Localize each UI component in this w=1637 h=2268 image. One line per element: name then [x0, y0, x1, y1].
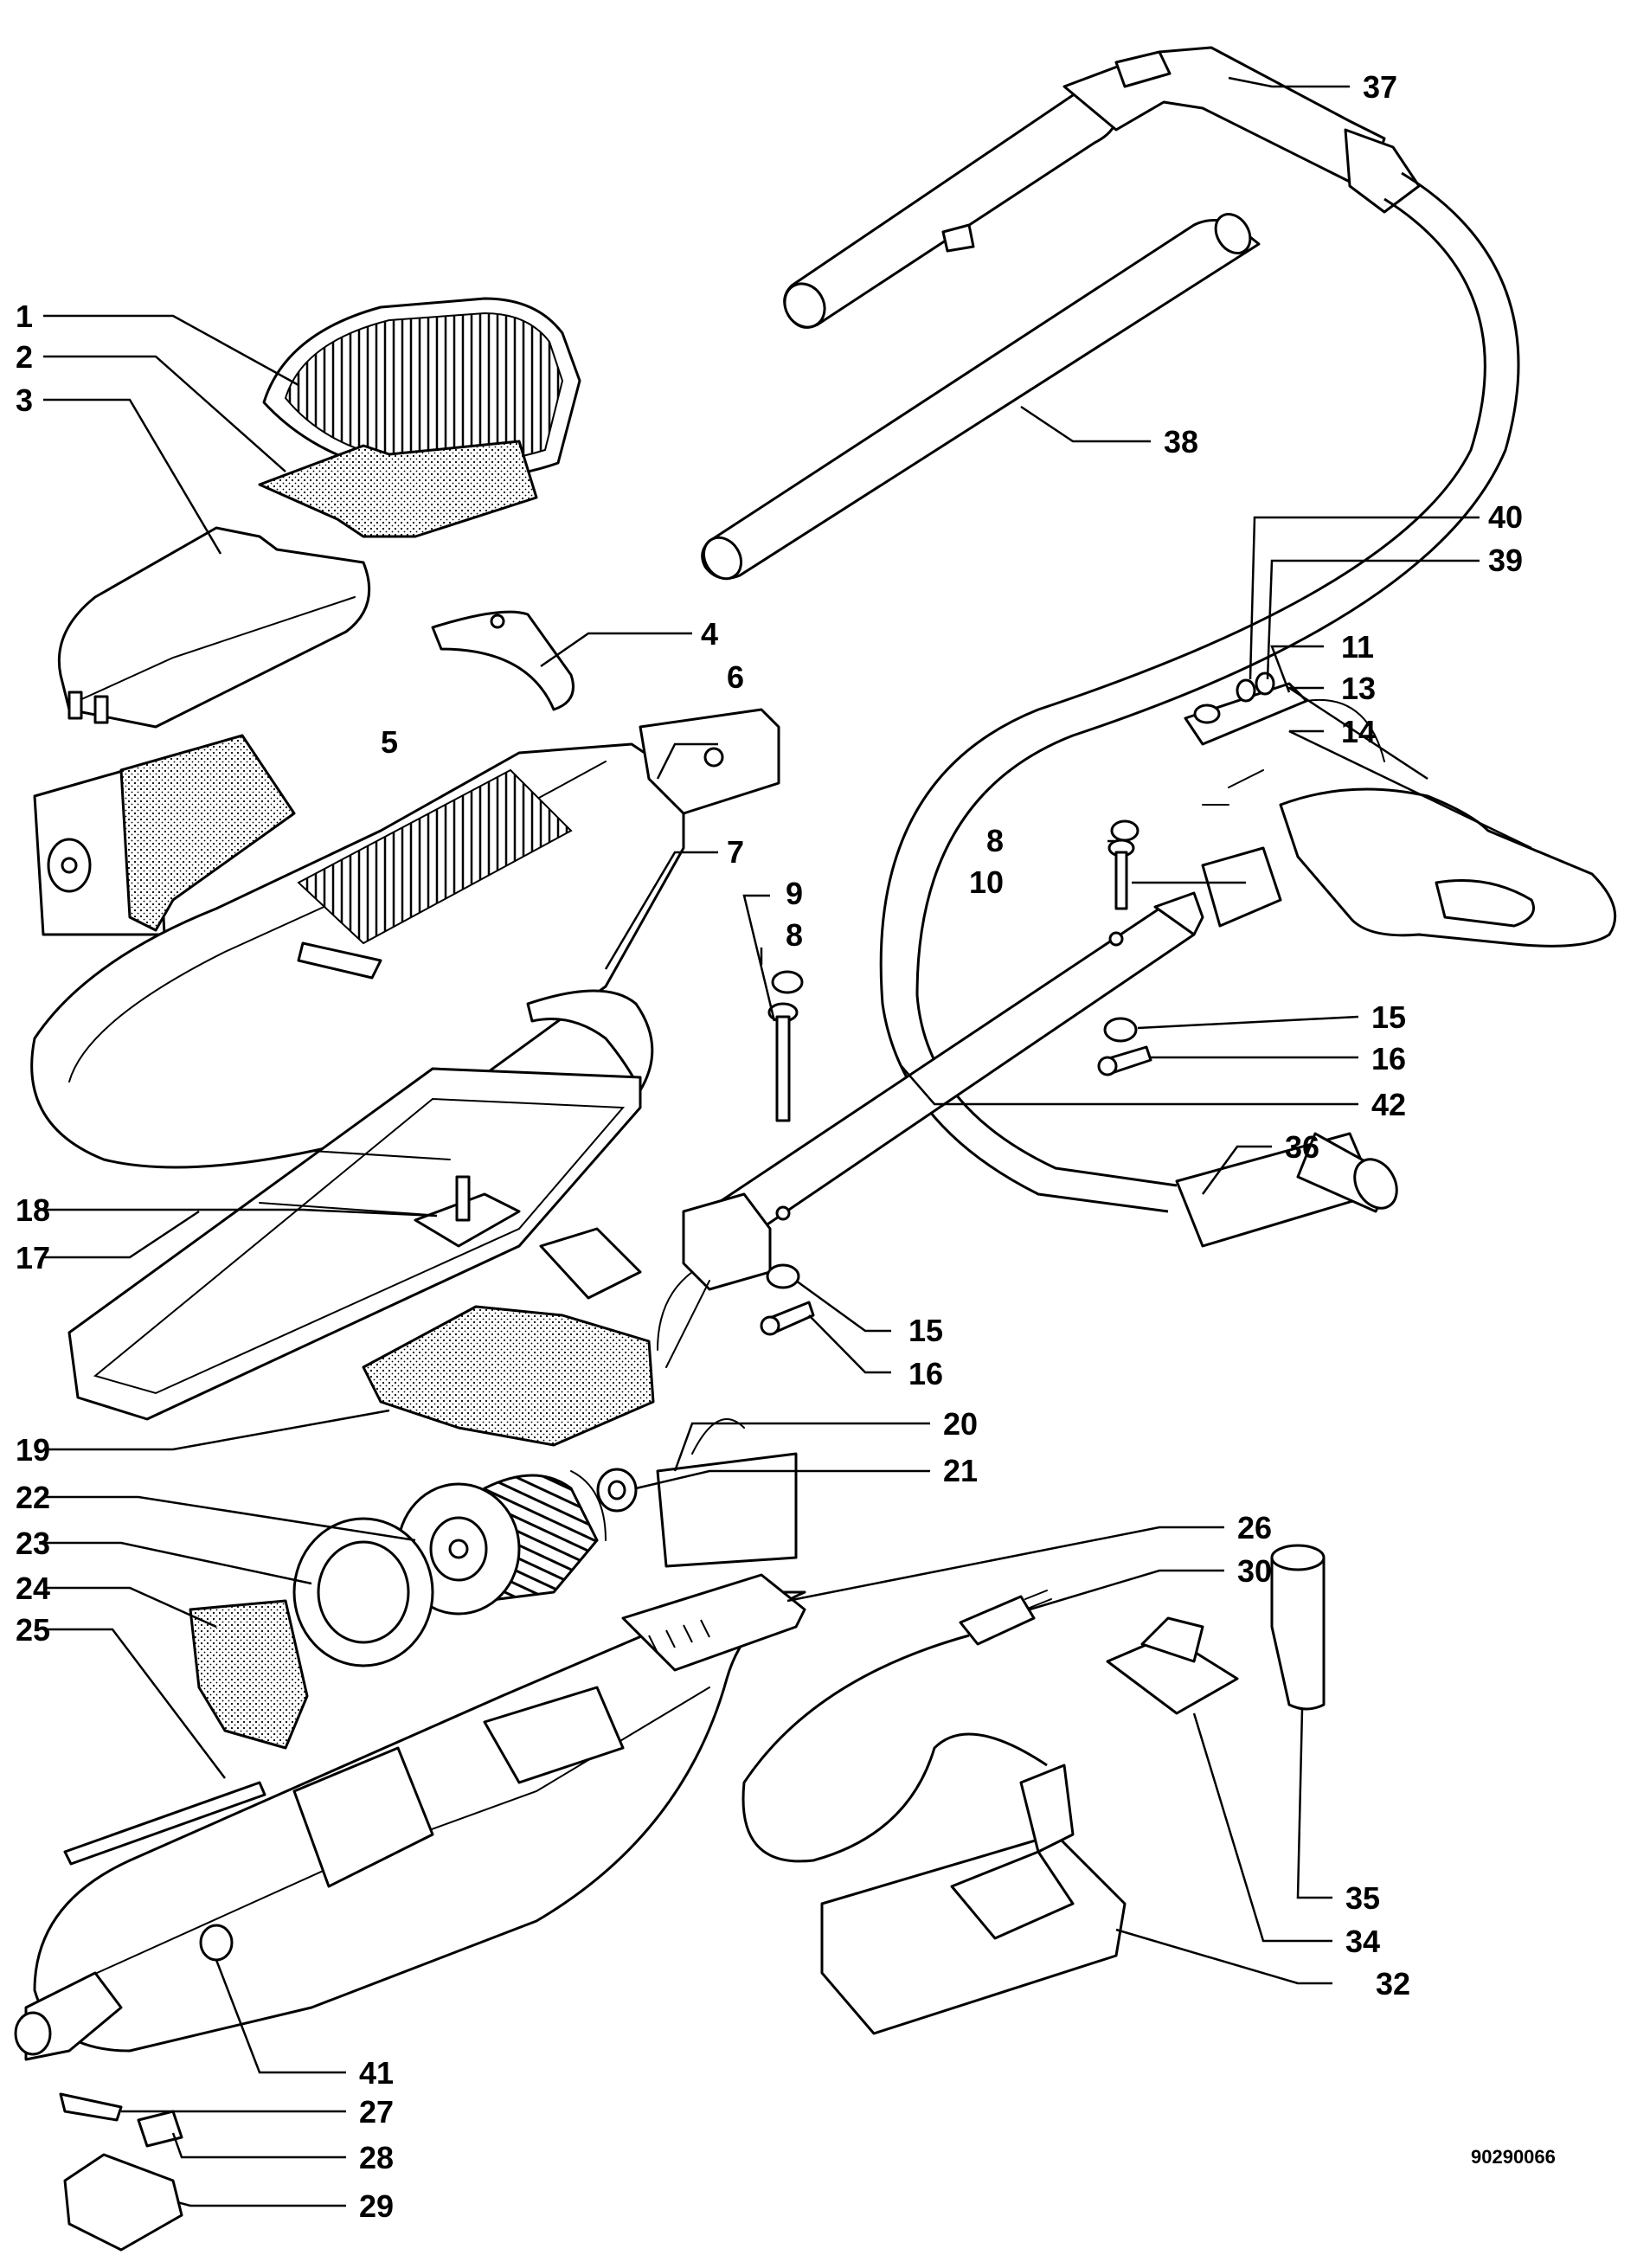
- callout-39: 39: [1488, 543, 1523, 578]
- part-42-handle-tube: [657, 891, 1204, 1368]
- part-6-upper-body: [30, 708, 780, 1169]
- callout-4: 4: [701, 616, 718, 652]
- callout-1: 1: [16, 299, 33, 334]
- part-19-filter-mat: [362, 1305, 655, 1447]
- callout-3: 3: [16, 382, 33, 418]
- part-17-frame: [67, 1067, 642, 1421]
- callout-2: 2: [16, 339, 33, 375]
- callout-7: 7: [727, 834, 744, 870]
- callout-8a: 8: [786, 917, 803, 953]
- callout-37: 37: [1363, 69, 1397, 105]
- callout-labels: 1 2 3 4 5 6 7 8 8 9 10 11 13 14 15 15 16…: [16, 69, 1556, 2224]
- callout-29: 29: [359, 2188, 394, 2224]
- callout-22: 22: [16, 1480, 50, 1515]
- part-32-floor-nozzle: [820, 1764, 1127, 2035]
- part-29-clip: [63, 2153, 183, 2252]
- part-11-switch-board: [1184, 671, 1385, 762]
- callout-15b: 15: [908, 1313, 943, 1348]
- part-22-motor: [396, 1470, 607, 1616]
- callout-42: 42: [1371, 1087, 1406, 1122]
- leader-lines: [43, 76, 1532, 2207]
- part-27-clip: [59, 2092, 123, 2122]
- part-4-small-cover: [431, 610, 575, 711]
- part-5-dust-bag: [33, 734, 296, 936]
- callout-9: 9: [786, 876, 803, 911]
- part-25-seal-strip: [63, 1781, 266, 1866]
- part-21-bearing: [596, 1468, 638, 1513]
- callout-8b: 8: [986, 823, 1004, 858]
- callout-19: 19: [16, 1432, 50, 1468]
- part-9-screw: [767, 1002, 799, 1122]
- callout-15a: 15: [1371, 999, 1406, 1035]
- part-30-power-cord: [741, 1590, 1052, 1863]
- part-3-lid: [57, 526, 371, 729]
- callout-38: 38: [1164, 424, 1198, 459]
- part-20-electronics-board: [656, 1418, 798, 1568]
- part-28-block: [137, 2110, 183, 2148]
- part-38-extension-tube: [701, 213, 1261, 581]
- callout-41: 41: [359, 2055, 394, 2091]
- part-10-screw: [1107, 838, 1135, 910]
- part-2-filter-mat: [258, 440, 538, 538]
- callout-20: 20: [943, 1406, 978, 1442]
- reference-code: 90290066: [1471, 2146, 1556, 2168]
- callout-34: 34: [1345, 1924, 1380, 1959]
- callout-11: 11: [1341, 629, 1374, 665]
- callout-18: 18: [16, 1192, 50, 1228]
- part-15-nut: [766, 1017, 1138, 1289]
- callout-5: 5: [381, 724, 398, 760]
- part-7-curved-strip: [526, 989, 654, 1092]
- callout-30: 30: [1237, 1553, 1272, 1589]
- part-23-motor-ring: [292, 1517, 434, 1667]
- callout-36: 36: [1285, 1129, 1319, 1165]
- part-34-upholstery-nozzle: [1106, 1616, 1239, 1715]
- callout-17: 17: [16, 1240, 50, 1275]
- part-1-grille-cover: [262, 297, 581, 480]
- callout-23: 23: [16, 1526, 50, 1561]
- part-35-crevice-tool: [1270, 1544, 1326, 1711]
- callout-28: 28: [359, 2140, 394, 2175]
- callout-35: 35: [1345, 1880, 1380, 1916]
- callout-25: 25: [16, 1612, 50, 1648]
- callout-21: 21: [943, 1453, 978, 1488]
- callout-10: 10: [969, 864, 1004, 900]
- part-8-cap: [771, 819, 1139, 994]
- callout-24: 24: [16, 1571, 50, 1606]
- part-37-handle-tube: [783, 46, 1421, 329]
- part-18-holder: [414, 1175, 642, 1300]
- callout-16b: 16: [908, 1356, 943, 1391]
- part-24-small-filter: [189, 1599, 309, 1750]
- callout-40: 40: [1488, 499, 1523, 535]
- callout-26: 26: [1237, 1510, 1272, 1545]
- callout-27: 27: [359, 2094, 394, 2130]
- callout-16a: 16: [1371, 1041, 1406, 1076]
- part-hose: [879, 171, 1520, 1248]
- callout-13: 13: [1341, 671, 1376, 706]
- callout-6: 6: [727, 659, 744, 695]
- leader-lines-39-40: [1249, 516, 1480, 680]
- callout-14: 14: [1341, 714, 1376, 749]
- part-13-14-handle-grip: [1201, 769, 1617, 948]
- part-base-housing: [14, 1590, 806, 2061]
- callout-32: 32: [1376, 1966, 1410, 2001]
- part-26-rear-cap: [621, 1573, 806, 1672]
- part-16-washer: [760, 1045, 1152, 1336]
